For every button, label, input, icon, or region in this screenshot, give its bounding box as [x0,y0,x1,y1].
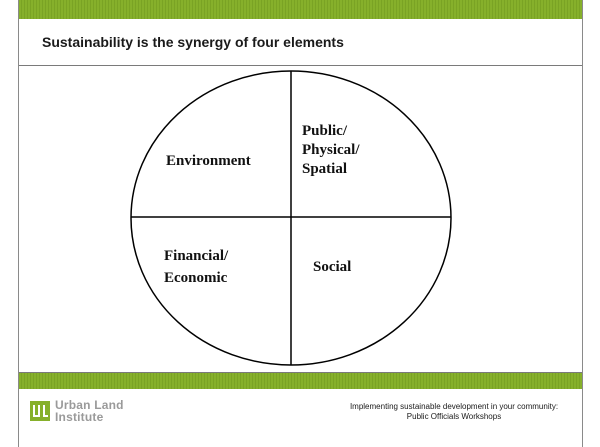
slide: Sustainability is the synergy of four el… [18,0,583,447]
quadrant-label-public-physical-spatial: Public/ Physical/ Spatial [302,123,363,177]
quadrant-label-social: Social [313,259,351,275]
slide-title: Sustainability is the synergy of four el… [42,34,344,50]
footer: Urban Land Institute Implementing sustai… [19,389,582,447]
title-region: Sustainability is the synergy of four el… [19,19,582,66]
footer-caption: Implementing sustainable development in … [329,402,579,422]
uli-logo-icon [30,401,50,421]
top-accent-bar [19,0,582,19]
four-elements-diagram: Environment Public/ Physical/ Spatial Fi… [130,70,452,366]
logo-line-1: Urban Land [55,398,124,412]
uli-logo-wordmark: Urban Land Institute [55,399,124,423]
footer-caption-line-2: Public Officials Workshops [406,412,502,421]
bottom-accent-bar [19,373,582,389]
uli-logo: Urban Land Institute [30,399,124,423]
diagram-area: Environment Public/ Physical/ Spatial Fi… [19,66,582,373]
quadrant-label-environment: Environment [166,153,251,169]
logo-line-2: Institute [55,410,104,424]
footer-caption-line-1: Implementing sustainable development in … [349,402,559,411]
quadrant-label-financial-economic: Financial/ Economic [164,248,232,286]
